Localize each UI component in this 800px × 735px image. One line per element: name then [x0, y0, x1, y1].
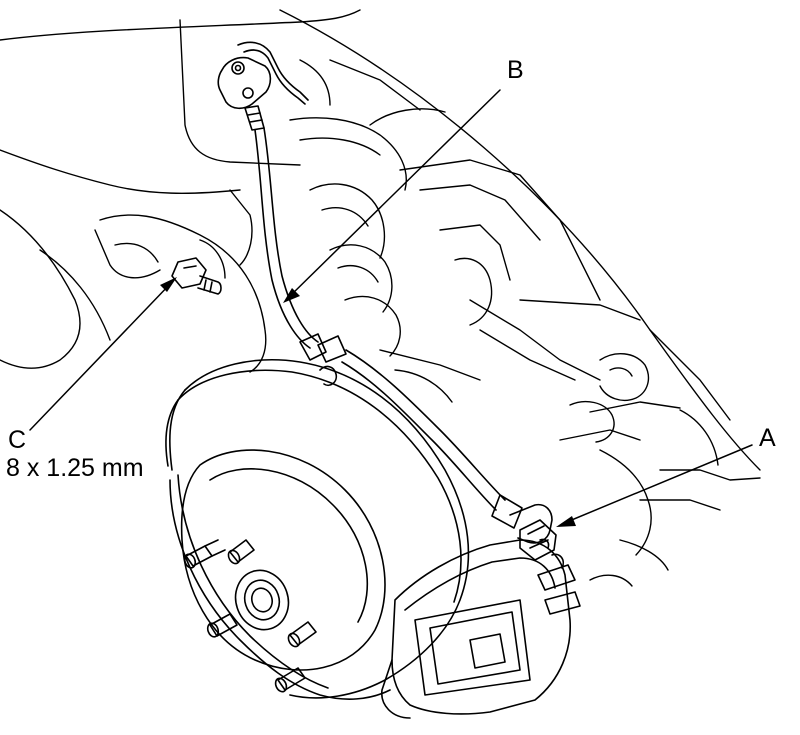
callout-label-a: A [759, 424, 776, 452]
callout-label-c: C [8, 426, 27, 454]
leader-line-b [287, 89, 501, 299]
bolt-size-spec: 8 x 1.25 mm [6, 454, 144, 482]
leader-lines [29, 89, 753, 527]
brake-caliper [381, 539, 581, 719]
bolt-c [171, 257, 222, 295]
body-background [0, 9, 761, 587]
brake-rotor [165, 359, 470, 700]
callout-label-b: B [507, 56, 524, 84]
brake-hose [217, 41, 553, 544]
leader-line-a [561, 444, 753, 525]
leader-line-c [29, 281, 173, 431]
